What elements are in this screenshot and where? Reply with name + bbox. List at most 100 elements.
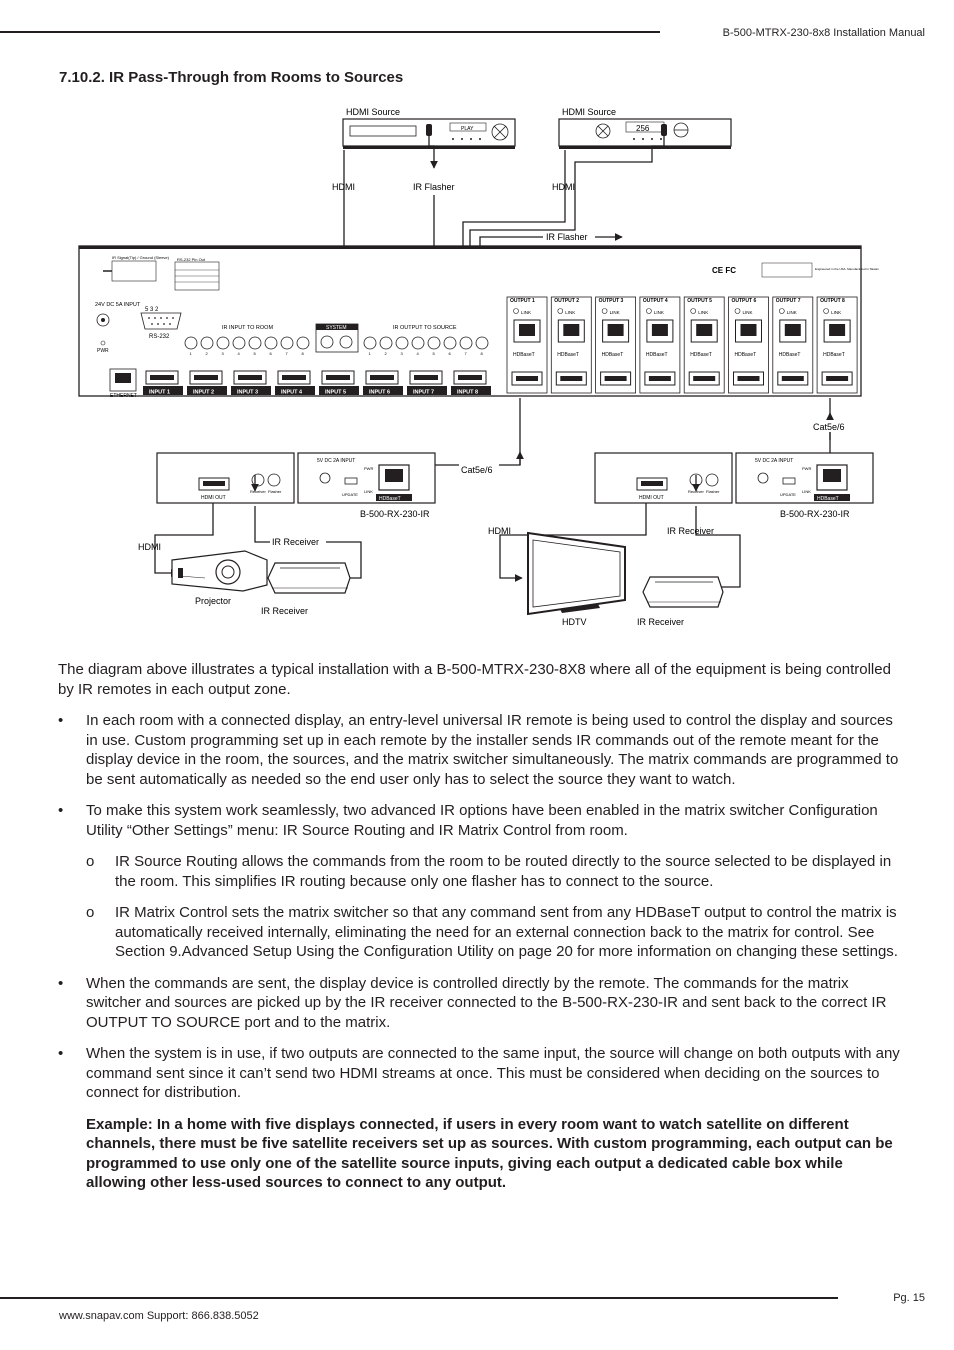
- link-label: LINK: [610, 310, 620, 315]
- ir-input-jack: [184, 336, 198, 350]
- hdbaset-label: HDBaseT: [823, 352, 845, 358]
- rx-usb-port: [782, 477, 796, 485]
- rx-rj45-socket: [823, 469, 841, 482]
- power-input-label: 24V DC 5A INPUT: [95, 302, 141, 308]
- rx-update-label: UPDATE: [342, 492, 358, 497]
- hdmi-source-right-label: HDMI Source: [562, 107, 616, 117]
- rx-flasher-port-label: Flasher: [268, 489, 282, 494]
- ir-output-jack: [475, 336, 489, 350]
- rj45-socket: [740, 324, 757, 336]
- input-label-bar: [143, 386, 183, 395]
- ir-input-jack: [248, 336, 262, 350]
- rj45-socket: [563, 324, 580, 336]
- rx-power-label: 5V DC 2A INPUT: [755, 458, 793, 464]
- rx-power-jack: [757, 472, 769, 484]
- hdmi-source-left-label: HDMI Source: [346, 107, 400, 117]
- link-led: [734, 308, 741, 314]
- ir-output-number: 1: [369, 351, 372, 356]
- link-led: [557, 308, 564, 314]
- hdmi-input-pins: [458, 375, 482, 380]
- ir-flasher-label-mid: IR Flasher: [546, 232, 588, 242]
- input-label: INPUT 6: [369, 390, 390, 396]
- hdmi-label-projector: HDMI: [138, 542, 161, 552]
- input-label-bar: [275, 386, 315, 395]
- rx-rj45-socket: [385, 469, 403, 482]
- ir-input-number: 7: [286, 351, 289, 356]
- hdmi-input-pins: [282, 375, 306, 380]
- rx-pwr-label: PWR: [364, 466, 373, 471]
- origin-note: Engineered in the USA. Manufactured in T…: [815, 267, 879, 271]
- link-label: LINK: [521, 310, 531, 315]
- ir-receiver-device-left: [267, 562, 351, 594]
- ir-input-jack: [296, 336, 310, 350]
- ir-output-number: 5: [433, 351, 436, 356]
- rj45-socket: [607, 324, 624, 336]
- ir-receiver-cable-left-bg: [270, 536, 326, 547]
- ir-output-jack: [459, 336, 473, 350]
- ir-output-to-source-label: IR OUTPUT TO SOURCE: [393, 325, 457, 331]
- rs232-label: RS-232: [149, 334, 170, 340]
- ir-receiver-cable-right: IR Receiver: [667, 526, 714, 536]
- rx-hdbaset-bar: [376, 494, 412, 501]
- rx-pwr-label: PWR: [802, 466, 811, 471]
- output-label: OUTPUT 8: [820, 298, 845, 304]
- rx-right-model: B-500-RX-230-IR: [780, 509, 850, 519]
- input-label: INPUT 4: [281, 390, 303, 396]
- rx-hdmi-out-label: HDMI OUT: [639, 495, 664, 501]
- room-cables: [154, 475, 741, 588]
- hdmi-output-pins: [604, 376, 627, 381]
- hdmi-label-left: HDMI: [332, 182, 355, 192]
- rj45-socket: [696, 324, 713, 336]
- link-led: [601, 308, 608, 314]
- link-led: [646, 308, 652, 314]
- ir-input-number: 4: [238, 351, 241, 356]
- ir-input-jack: [280, 336, 294, 350]
- rj45-socket: [519, 324, 535, 336]
- bullet-item: • In each room with a connected display,…: [58, 711, 903, 789]
- bullet-item: • When the commands are sent, the displa…: [58, 974, 903, 1033]
- example-paragraph: Example: In a home with five displays co…: [86, 1115, 893, 1192]
- bullet-mark: •: [58, 802, 64, 819]
- input-label-bar: [363, 386, 403, 395]
- ir-input-number: 2: [206, 351, 209, 356]
- ir-output-jack: [363, 336, 377, 350]
- link-label: LINK: [743, 310, 753, 315]
- hdmi-output-pins: [516, 376, 538, 381]
- input-label: INPUT 1: [149, 390, 170, 396]
- ir-output-number: 6: [449, 351, 452, 356]
- rs232-pin-dots: [148, 317, 174, 325]
- rx-usb-port: [344, 477, 358, 485]
- rx-receiver-port-label: Receiver: [250, 489, 266, 494]
- hdmi-input-pins: [414, 375, 438, 380]
- hdtv: [527, 531, 626, 616]
- cert-marks: CE FC: [712, 266, 736, 275]
- rx-flasher-port-label: Flasher: [706, 489, 720, 494]
- cat-label-right: Cat5e/6: [813, 422, 845, 432]
- hdmi-output-pins: [737, 376, 760, 381]
- link-led: [778, 308, 785, 314]
- hdbaset-label: HDBaseT: [735, 352, 757, 358]
- ir-input-number: 1: [190, 351, 193, 356]
- output-label: OUTPUT 3: [599, 298, 624, 304]
- rj45-socket: [784, 324, 801, 336]
- hdbaset-label: HDBaseT: [690, 352, 712, 358]
- bullet-item: • To make this system work seamlessly, t…: [58, 801, 903, 840]
- ir-input-number: 3: [222, 351, 225, 356]
- projector-label: Projector: [195, 596, 231, 606]
- rx-hdmi-out-label: HDMI OUT: [201, 495, 226, 501]
- input-label-bar: [231, 386, 271, 395]
- bullet-text: In each room with a connected display, a…: [86, 712, 899, 788]
- ir-input-number: 5: [254, 351, 257, 356]
- cat-right-bg: [810, 420, 852, 432]
- ir-output-jack: [379, 336, 393, 350]
- ir-output-number: 8: [481, 351, 484, 356]
- hdbaset-label: HDBaseT: [779, 352, 801, 358]
- pwr-label: PWR: [97, 348, 109, 354]
- ir-input-jack: [200, 336, 214, 350]
- link-led: [823, 308, 829, 314]
- rx-update-label: UPDATE: [780, 492, 796, 497]
- ir-receiver-right-label: IR Receiver: [637, 617, 684, 627]
